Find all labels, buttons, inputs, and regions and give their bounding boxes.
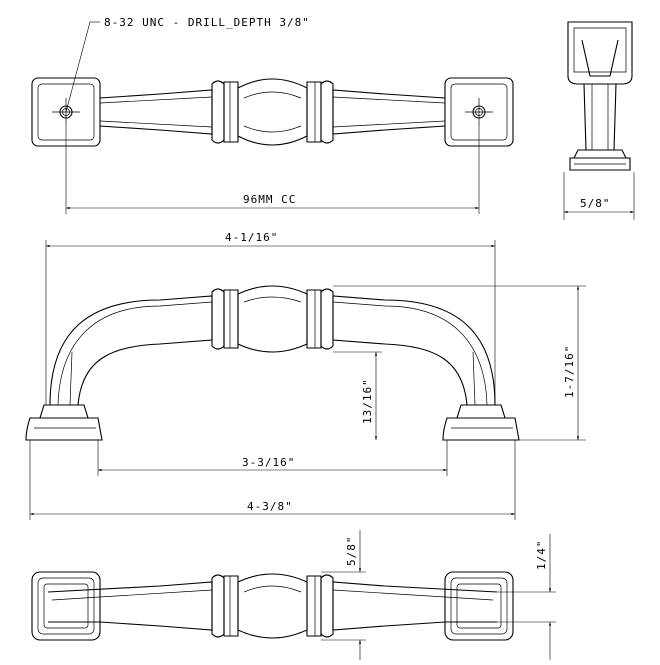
clearance-height-dimension: 13/16" bbox=[361, 378, 374, 424]
bottom-view: 5/8" 1/4" bbox=[31, 530, 556, 660]
front-right-foot bbox=[456, 404, 506, 419]
bottom-view-barrel bbox=[211, 573, 334, 639]
top-view-bar bbox=[99, 89, 213, 135]
front-view-barrel bbox=[211, 285, 334, 353]
bottom-left-base bbox=[31, 571, 101, 641]
height-dimension: 1-7/16" bbox=[563, 345, 576, 398]
inner-span-dimension: 3-3/16" bbox=[242, 456, 295, 469]
overall-top-length-dimension: 4-1/16" bbox=[225, 231, 278, 244]
front-view: 4-1/16" 1-7/16" 13/16" 3-3/16" 4-3/8" bbox=[25, 231, 586, 520]
depth-dimension: 5/8" bbox=[580, 197, 611, 210]
bottom-right-base bbox=[444, 571, 514, 641]
overall-length-dimension: 4-3/8" bbox=[247, 500, 293, 513]
thread-spec-callout: 8-32 UNC - DRILL_DEPTH 3/8" bbox=[104, 16, 310, 29]
top-view-barrel bbox=[211, 78, 334, 146]
center-to-center-dimension: 96MM CC bbox=[243, 193, 296, 206]
top-view: 8-32 UNC - DRILL_DEPTH 3/8" 96MM CC bbox=[31, 16, 514, 214]
bar-width-dimension: 1/4" bbox=[535, 540, 548, 571]
side-view: 5/8" bbox=[563, 21, 635, 220]
base-width-dimension: 5/8" bbox=[345, 536, 358, 567]
front-view-handle-outer bbox=[49, 295, 213, 406]
front-left-foot bbox=[39, 404, 89, 419]
